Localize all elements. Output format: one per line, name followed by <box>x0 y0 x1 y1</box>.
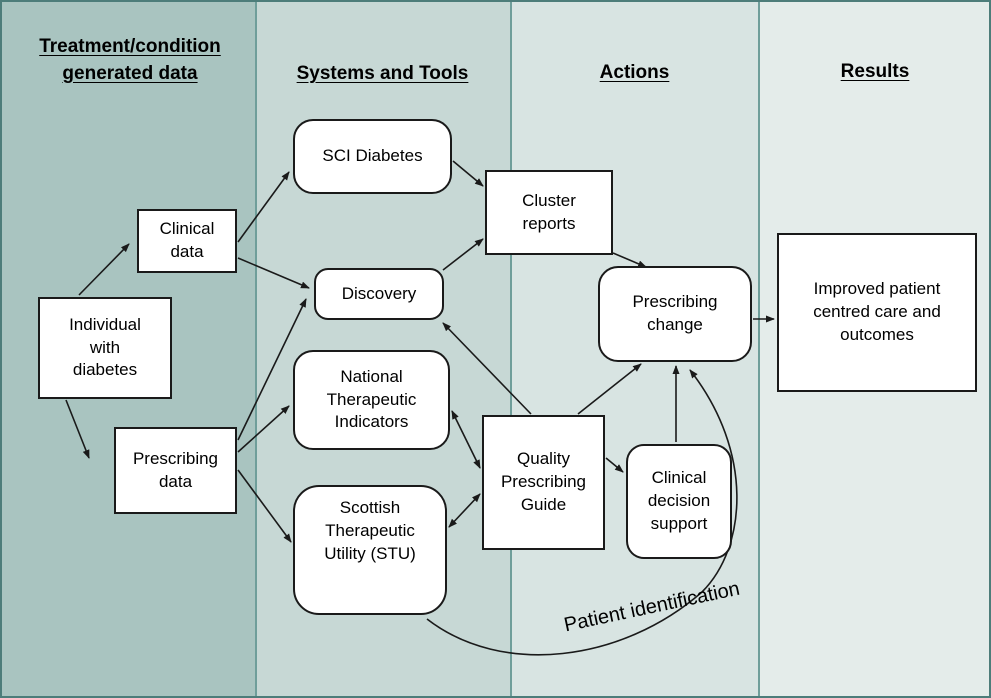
node-national-therapeutic-indicators: National Therapeutic Indicators <box>293 350 450 450</box>
column-header-actions: Actions <box>599 62 670 83</box>
column-header-treatment-condition-data: Treatment/condition generated data <box>39 36 221 84</box>
node-individual-with-diabetes: Individual with diabetes <box>38 297 172 399</box>
node-cluster-reports: Cluster reports <box>485 170 613 255</box>
node-sci-diabetes: SCI Diabetes <box>293 119 452 194</box>
node-prescribing-data: Prescribing data <box>114 427 237 514</box>
node-scottish-therapeutic-utility: Scottish Therapeutic Utility (STU) <box>293 485 447 615</box>
edge-individual-clinical-data <box>78 243 130 296</box>
node-improved-patient-centred-care: Improved patient centred care and outcom… <box>777 233 977 392</box>
edge-individual-prescribing-data <box>65 399 90 459</box>
node-clinical-data: Clinical data <box>137 209 237 273</box>
column-header-systems-and-tools: Systems and Tools <box>296 63 469 84</box>
node-quality-prescribing-guide: Quality Prescribing Guide <box>482 415 605 550</box>
column-header-results: Results <box>840 61 910 82</box>
node-discovery: Discovery <box>314 268 444 320</box>
node-clinical-decision-support: Clinical decision support <box>626 444 732 559</box>
node-prescribing-change: Prescribing change <box>598 266 752 362</box>
